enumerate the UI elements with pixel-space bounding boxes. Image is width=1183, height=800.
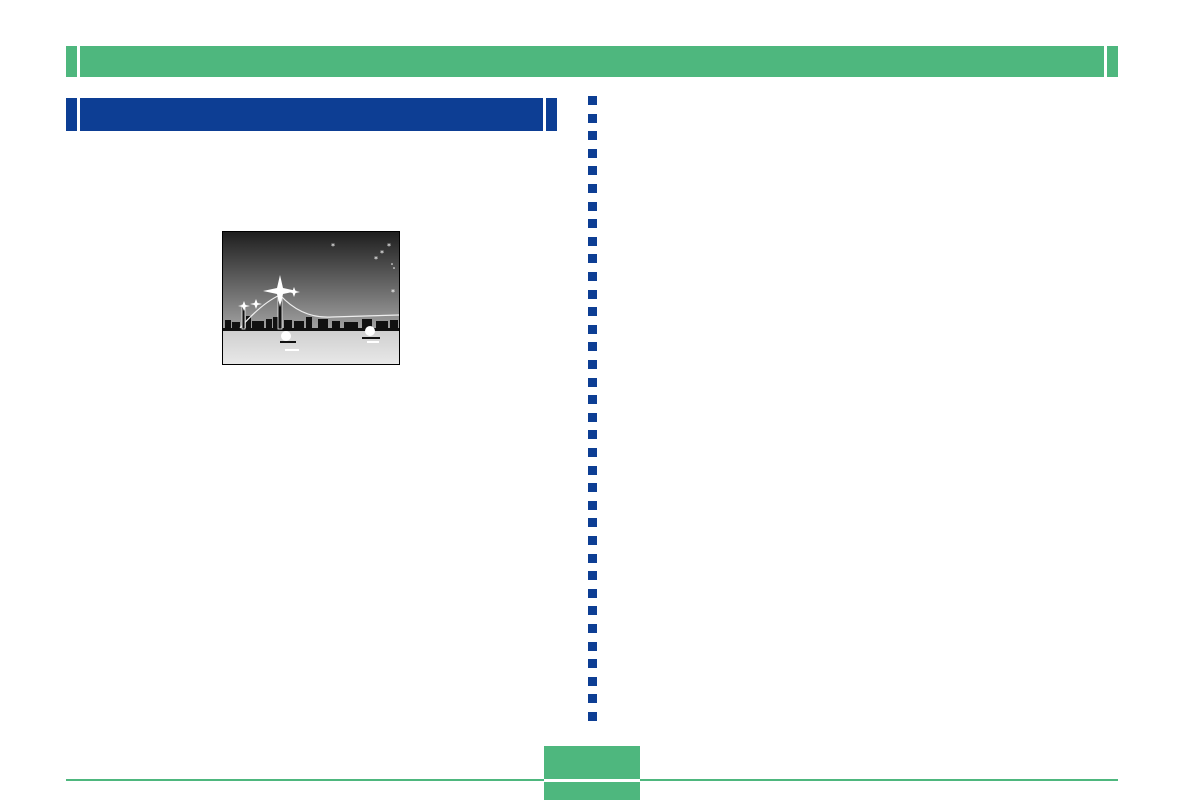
divider-dot: [588, 113, 597, 123]
divider-dot: [588, 148, 597, 158]
divider-dot: [588, 712, 597, 721]
divider-dot: [588, 377, 597, 387]
divider-dot: [588, 184, 597, 193]
divider-dot: [588, 518, 597, 528]
chapter-header-bar: [66, 46, 1118, 77]
divider-dot: [588, 606, 597, 616]
header-stripe-left: [77, 46, 80, 77]
divider-dot: [588, 676, 597, 686]
divider-dot: [588, 201, 597, 211]
section-heading-bar: [66, 98, 557, 131]
divider-dot: [588, 166, 597, 176]
divider-dot: [588, 307, 597, 317]
divider-dot: [588, 430, 597, 440]
divider-dot: [588, 219, 597, 229]
column-divider: [588, 96, 597, 736]
divider-dot: [588, 254, 597, 264]
svg-text:*: *: [380, 249, 384, 258]
divider-dot: [588, 536, 597, 545]
divider-dot: [588, 659, 597, 669]
divider-dot: [588, 624, 597, 633]
night-scene-bridge-icon: * * * * *: [222, 231, 400, 365]
divider-dot: [588, 412, 597, 422]
svg-text:*: *: [391, 288, 395, 297]
svg-text:*: *: [387, 242, 391, 251]
divider-dot: [588, 324, 597, 334]
svg-text:*: *: [374, 255, 378, 264]
svg-text:*: *: [331, 242, 335, 251]
section-stripe-left: [77, 98, 80, 131]
section-stripe-right: [543, 98, 546, 131]
divider-dot: [588, 465, 597, 475]
divider-dot: [588, 641, 597, 651]
divider-dot: [588, 342, 597, 352]
divider-dot: [588, 448, 597, 457]
page-tab-gap: [544, 779, 640, 782]
divider-dot: [588, 272, 597, 281]
divider-dot: [588, 571, 597, 581]
divider-dot: [588, 96, 597, 105]
divider-dot: [588, 289, 597, 299]
divider-dot: [588, 500, 597, 510]
page-number-tab: [544, 746, 640, 800]
divider-dot: [588, 483, 597, 493]
divider-dot: [588, 588, 597, 598]
divider-dot: [588, 395, 597, 405]
divider-dot: [588, 553, 597, 563]
header-stripe-right: [1104, 46, 1107, 77]
divider-dot: [588, 360, 597, 369]
divider-dot: [588, 236, 597, 246]
divider-dot: [588, 131, 597, 141]
divider-dot: [588, 694, 597, 704]
